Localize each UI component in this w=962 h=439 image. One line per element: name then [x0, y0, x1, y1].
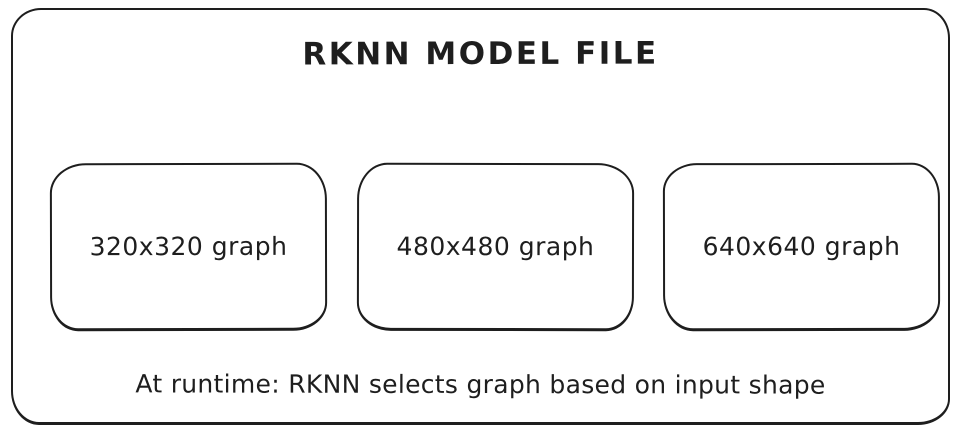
graph-box-320: 320x320 graph: [49, 162, 328, 332]
diagram-title: RKNN MODEL FILE: [302, 35, 659, 73]
graph-box-480: 480x480 graph: [356, 162, 635, 332]
graph-box-640: 640x640 graph: [662, 162, 941, 332]
graph-box-320-label: 320x320 graph: [89, 231, 288, 262]
rknn-model-file-container: RKNN MODEL FILE 320x320 graph 480x480 gr…: [11, 8, 950, 425]
runtime-caption: At runtime: RKNN selects graph based on …: [135, 369, 826, 400]
graph-box-640-label: 640x640 graph: [702, 231, 901, 262]
graph-box-480-label: 480x480 graph: [396, 231, 595, 262]
